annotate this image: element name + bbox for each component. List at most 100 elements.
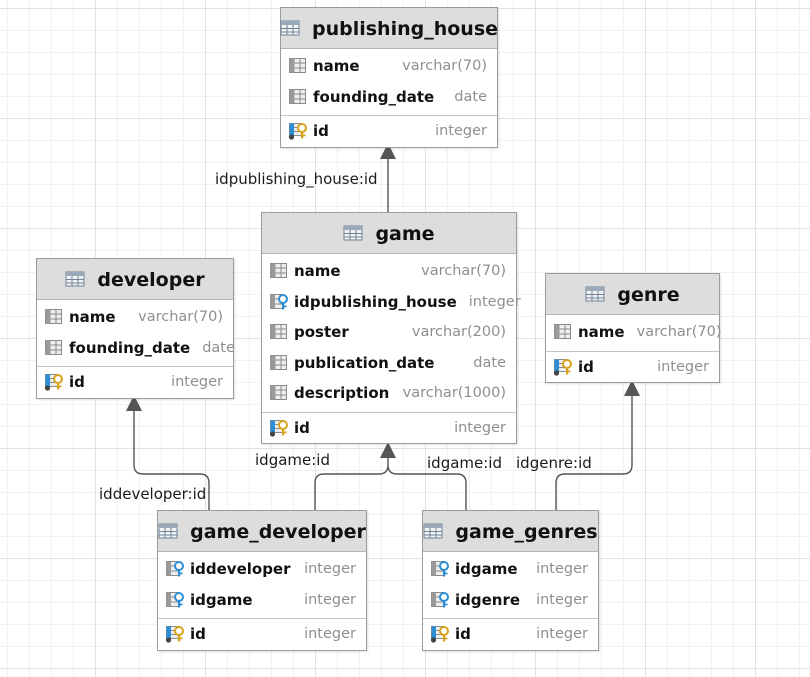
column-icon: [288, 88, 308, 106]
column-icon: [553, 323, 573, 341]
field-name: poster: [294, 323, 349, 342]
field-type: integer: [536, 561, 588, 578]
field-name: name: [294, 262, 341, 281]
field-name: idgenre: [455, 590, 521, 609]
field-list: iddeveloper integer idgame integer: [158, 552, 366, 615]
field-name: name: [69, 308, 116, 327]
entity-header[interactable]: game: [262, 213, 516, 254]
primary-key-icon: [430, 625, 450, 643]
field-row[interactable]: id integer: [281, 116, 497, 147]
table-icon: [65, 271, 85, 287]
entity-title: game_genres: [455, 521, 598, 543]
field-type: varchar(200): [411, 324, 506, 341]
entity-header[interactable]: developer: [37, 259, 233, 300]
table-icon: [158, 523, 178, 539]
field-type: integer: [304, 561, 356, 578]
column-icon: [44, 339, 64, 357]
field-row[interactable]: id integer: [158, 619, 366, 650]
foreign-key-icon: [165, 560, 185, 578]
field-name: name: [578, 323, 625, 342]
field-name: id: [313, 122, 329, 141]
arrowhead-game: [380, 442, 396, 458]
field-name: founding_date: [69, 338, 191, 357]
table-icon: [343, 225, 363, 241]
field-type: varchar(70): [402, 58, 487, 75]
field-type: integer: [536, 626, 588, 643]
field-name: id: [190, 625, 206, 644]
field-name: id: [294, 418, 310, 437]
field-row[interactable]: iddeveloper integer: [158, 554, 366, 585]
field-name: id: [69, 373, 85, 392]
field-type: date: [473, 354, 506, 371]
relation-label: idgenre:id: [516, 454, 592, 472]
field-type: varchar(70): [636, 324, 722, 341]
entity-title: genre: [617, 284, 680, 306]
field-row[interactable]: idgame integer: [158, 585, 366, 616]
primary-key-icon: [553, 358, 573, 376]
field-row[interactable]: id integer: [37, 367, 233, 398]
relation-label: iddeveloper:id: [99, 485, 207, 503]
field-name: idgame: [455, 560, 518, 579]
field-name: name: [313, 57, 360, 76]
primary-key-section: id integer: [37, 366, 233, 398]
field-name: iddeveloper: [190, 560, 291, 579]
primary-key-section: id integer: [158, 618, 366, 650]
field-type: integer: [304, 591, 356, 608]
field-type: varchar(1000): [402, 385, 506, 402]
field-name: founding_date: [313, 87, 435, 106]
column-icon: [44, 308, 64, 326]
field-row[interactable]: idgame integer: [423, 554, 598, 585]
field-row[interactable]: poster varchar(200): [262, 317, 516, 348]
entity-header[interactable]: game_developer: [158, 511, 366, 552]
primary-key-section: id integer: [281, 115, 497, 147]
field-name: publication_date: [294, 353, 435, 372]
column-icon: [269, 323, 289, 341]
field-list: name varchar(70): [546, 315, 722, 348]
field-name: idgame: [190, 590, 253, 609]
field-name: id: [578, 357, 594, 376]
field-type: integer: [435, 123, 487, 140]
column-icon: [288, 57, 308, 75]
entity-header[interactable]: game_genres: [423, 511, 598, 552]
entity-header[interactable]: publishing_house: [280, 8, 498, 49]
foreign-key-icon: [269, 293, 289, 311]
field-row[interactable]: description varchar(1000): [262, 378, 516, 409]
primary-key-icon: [269, 419, 289, 437]
field-name: description: [294, 384, 390, 403]
relation-label: idgame:id: [255, 451, 330, 469]
connector-game-genres-to-genre: [555, 396, 633, 510]
field-type: integer: [536, 591, 588, 608]
table-icon: [280, 20, 300, 36]
entity-header[interactable]: genre: [546, 274, 719, 315]
column-icon: [269, 384, 289, 402]
column-icon: [269, 354, 289, 372]
entity-title: developer: [97, 269, 205, 291]
field-row[interactable]: name varchar(70): [546, 317, 722, 348]
field-type: integer: [304, 626, 356, 643]
relation-label: idpublishing_house:id: [215, 170, 378, 188]
entity-game-developer[interactable]: game_developer iddeveloper integer idgame in…: [157, 510, 367, 651]
field-type: integer: [468, 293, 521, 310]
primary-key-icon: [165, 625, 185, 643]
foreign-key-icon: [430, 591, 450, 609]
field-row[interactable]: publication_date date: [262, 348, 516, 379]
field-row[interactable]: idgenre integer: [423, 585, 598, 616]
field-row[interactable]: name varchar(70): [281, 51, 497, 82]
field-type: integer: [171, 374, 223, 391]
